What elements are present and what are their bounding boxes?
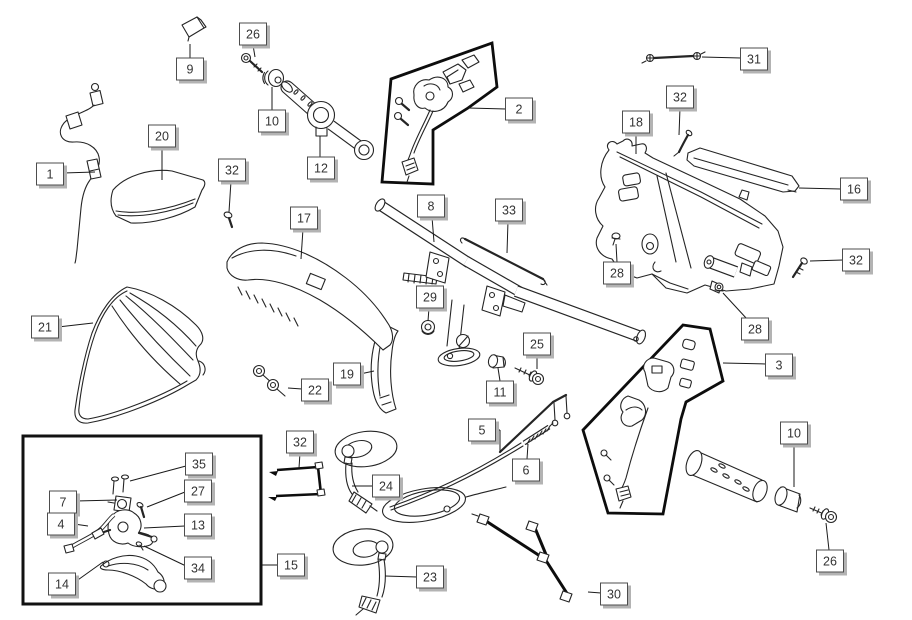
part-callout-34[interactable]: 34 xyxy=(184,556,212,580)
screws-22-drawing xyxy=(252,364,286,397)
screw-27-drawing xyxy=(136,501,146,519)
part-callout-10[interactable]: 10 xyxy=(780,421,808,445)
part-callout-21[interactable]: 21 xyxy=(31,315,59,339)
front-cover-drawing xyxy=(226,242,394,351)
windshield-drawing xyxy=(74,286,206,424)
rod-33-drawing xyxy=(460,237,548,286)
pivot-screw-34-drawing xyxy=(135,541,144,551)
left-switch-kit-drawing xyxy=(581,323,725,516)
bar-end-weight-drawing xyxy=(774,486,802,513)
part-callout-3[interactable]: 3 xyxy=(765,353,793,377)
handlebar-drawing xyxy=(374,198,647,367)
part-callout-6[interactable]: 6 xyxy=(512,458,540,482)
left-grip-drawing xyxy=(685,450,768,503)
part-callout-35[interactable]: 35 xyxy=(185,452,213,476)
handlebar-cover-drawing xyxy=(594,138,784,294)
part-callout-18[interactable]: 18 xyxy=(622,110,650,134)
master-cylinder-13-drawing xyxy=(102,509,158,548)
trim-strip-drawing xyxy=(686,147,800,201)
part-callout-15[interactable]: 15 xyxy=(277,553,305,577)
part-callout-22[interactable]: 22 xyxy=(301,378,329,402)
screw-32c-drawing xyxy=(791,257,808,279)
brake-hose-4-drawing xyxy=(63,513,116,554)
part-callout-26[interactable]: 26 xyxy=(816,549,844,573)
right-switch-kit-drawing xyxy=(380,41,499,186)
trim-blade-drawing xyxy=(370,325,399,414)
part-callout-1[interactable]: 1 xyxy=(36,162,64,186)
part-callout-8[interactable]: 8 xyxy=(417,194,445,218)
part-callout-32[interactable]: 32 xyxy=(842,248,870,272)
throttle-grip-drawing xyxy=(280,80,375,161)
part-callout-2[interactable]: 2 xyxy=(505,97,533,121)
part-callout-25[interactable]: 25 xyxy=(523,332,551,356)
screw-pair-31-drawing xyxy=(641,51,706,64)
part-callout-5[interactable]: 5 xyxy=(468,418,496,442)
inset-box-15 xyxy=(21,434,263,606)
cable-5-drawing xyxy=(381,393,571,523)
part-callout-9[interactable]: 9 xyxy=(176,57,204,81)
harness-30-drawing xyxy=(471,513,573,603)
part-callout-32[interactable]: 32 xyxy=(286,430,314,454)
part-callout-32[interactable]: 32 xyxy=(218,158,246,182)
mirror-23-drawing xyxy=(332,528,394,616)
mirror-24-drawing xyxy=(334,430,398,514)
end-cap-drawing xyxy=(181,16,207,42)
part-callout-28[interactable]: 28 xyxy=(603,261,631,285)
part-callout-26[interactable]: 26 xyxy=(239,22,267,46)
part-callout-30[interactable]: 30 xyxy=(600,582,628,606)
throttle-cable-drawing xyxy=(59,82,104,264)
bar-end-bolt-drawing xyxy=(809,506,838,524)
nut-29-drawing xyxy=(420,319,436,335)
part-callout-33[interactable]: 33 xyxy=(495,198,523,222)
part-callout-4[interactable]: 4 xyxy=(47,512,75,536)
part-callout-20[interactable]: 20 xyxy=(148,124,176,148)
adjuster-spring-6-drawing xyxy=(522,422,554,446)
cover-screw-28b-drawing xyxy=(714,282,724,292)
clip-32b-drawing xyxy=(673,129,693,157)
part-callout-11[interactable]: 11 xyxy=(486,380,514,404)
leader-lines xyxy=(57,44,844,594)
part-callout-7[interactable]: 7 xyxy=(49,490,77,514)
bolt-25-drawing xyxy=(514,367,545,386)
part-callout-32[interactable]: 32 xyxy=(666,85,694,109)
screw-32a-drawing xyxy=(223,211,234,229)
part-callout-10[interactable]: 10 xyxy=(258,109,286,133)
throttle-spacer-drawing xyxy=(262,68,285,88)
part-callout-19[interactable]: 19 xyxy=(333,362,361,386)
part-callout-12[interactable]: 12 xyxy=(307,156,335,180)
part-callout-31[interactable]: 31 xyxy=(740,47,768,71)
part-callout-16[interactable]: 16 xyxy=(840,177,868,201)
bushing-11-drawing xyxy=(487,354,506,369)
part-callout-29[interactable]: 29 xyxy=(416,285,444,309)
part-callout-13[interactable]: 13 xyxy=(184,513,212,537)
part-callout-17[interactable]: 17 xyxy=(290,206,318,230)
part-callout-14[interactable]: 14 xyxy=(48,572,76,596)
part-callout-24[interactable]: 24 xyxy=(372,474,400,498)
cover-screw-28a-drawing xyxy=(611,232,621,246)
part-callout-23[interactable]: 23 xyxy=(416,565,444,589)
brake-lever-14-drawing xyxy=(99,554,167,593)
upper-cover-panel-drawing xyxy=(110,169,206,224)
part-callout-27[interactable]: 27 xyxy=(184,479,212,503)
grip-bolt-drawing xyxy=(240,52,264,74)
wire-bracket-32d-drawing xyxy=(268,461,326,501)
brake-screws-35-drawing xyxy=(110,474,130,495)
part-callout-28[interactable]: 28 xyxy=(741,317,769,341)
